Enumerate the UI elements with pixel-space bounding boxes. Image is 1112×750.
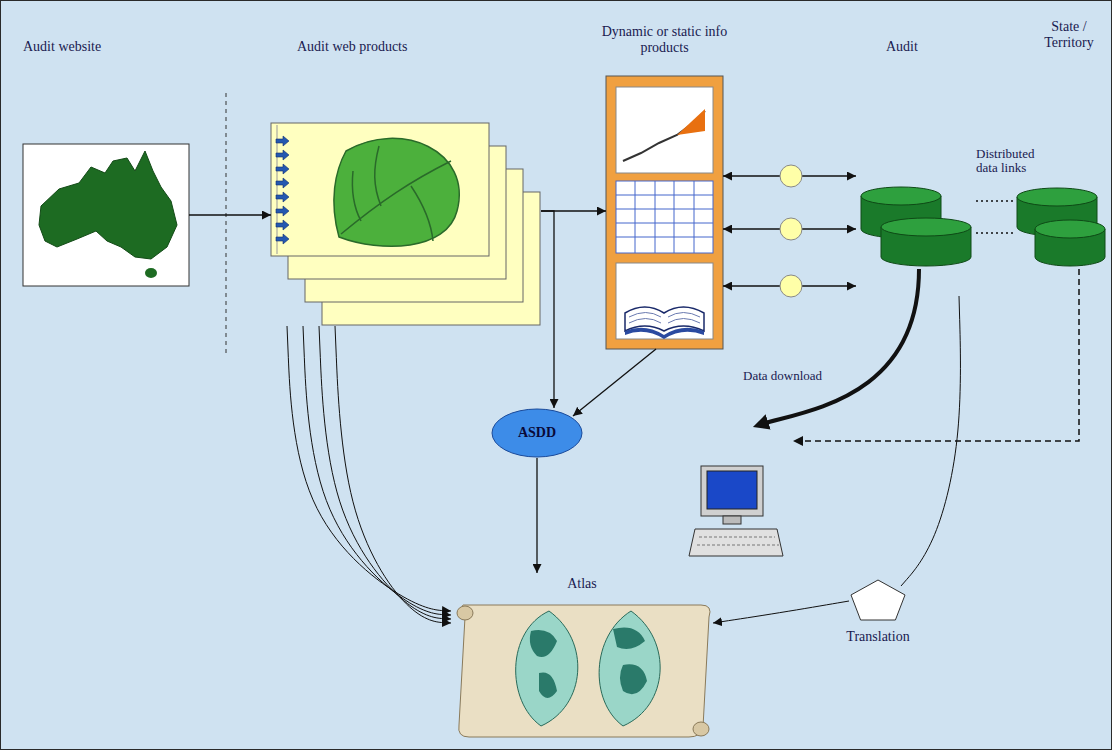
leaf-picture <box>334 138 459 246</box>
node-label: Audit web products <box>297 39 497 55</box>
node-label: State / Territory <box>1033 19 1105 51</box>
atlas-scroll <box>457 606 473 620</box>
bullet-arrows <box>276 136 289 244</box>
computer-icon <box>689 466 783 556</box>
info-products-panel <box>606 76 723 349</box>
audit-database: Audit <box>856 171 976 296</box>
node-label: Translation <box>829 629 927 645</box>
computer-icon <box>697 537 779 545</box>
web-products-stack: Audit web products <box>271 123 541 326</box>
info-products-panel <box>616 181 713 253</box>
bullet-arrows <box>276 192 289 202</box>
info-products-panel <box>677 109 705 135</box>
audit-database <box>861 187 941 205</box>
leaf-picture <box>341 146 451 241</box>
computer-icon <box>701 466 763 516</box>
australia-map <box>23 144 189 286</box>
bullet-arrows <box>276 136 289 146</box>
bullet-arrows <box>276 234 289 244</box>
bullet-arrows <box>276 206 289 216</box>
australia-map <box>39 151 177 259</box>
info-products-panel <box>616 87 713 173</box>
info-products-panel <box>616 263 713 339</box>
state-download-line <box>793 269 1079 441</box>
link-node-circle <box>780 165 802 297</box>
atlas-scroll <box>530 630 557 698</box>
info-products-panel <box>606 76 723 349</box>
bullet-arrows <box>276 164 289 174</box>
connector-line <box>319 326 451 619</box>
atlas-scroll <box>516 611 578 726</box>
node-label: Audit website <box>23 39 183 55</box>
atlas-scroll <box>457 605 710 737</box>
map-box: Audit website <box>23 144 189 286</box>
download-arrow <box>759 269 919 425</box>
connector-line <box>573 349 656 416</box>
atlas-scroll <box>693 722 709 736</box>
atlas-scroll <box>613 628 647 695</box>
state-database <box>1017 188 1097 206</box>
info-products-panel <box>616 181 713 253</box>
australia-map <box>23 144 189 286</box>
connector-line <box>536 458 537 573</box>
info-products-panel: Dynamic or static info products <box>606 76 723 349</box>
connector-line <box>189 214 271 215</box>
state-database: State / Territory <box>1013 171 1109 296</box>
link-caption: Distributed data links <box>976 147 1050 176</box>
ellipse-outline <box>492 409 582 457</box>
australia-map <box>145 268 157 278</box>
atlas-scroll <box>459 605 710 737</box>
web-page-stack <box>271 123 540 325</box>
connector-line <box>541 211 554 408</box>
audit-database <box>861 187 971 266</box>
node-label: ASDD <box>491 408 583 458</box>
computer-icon <box>723 516 741 524</box>
connector-line <box>976 232 1013 233</box>
info-products-panel <box>629 313 700 324</box>
connector-line <box>976 200 1013 201</box>
divider-line <box>226 93 227 353</box>
link-node-circle <box>780 218 802 240</box>
state-database <box>1017 188 1105 266</box>
leaf-picture <box>334 138 459 246</box>
asdd-ellipse: ASDD <box>491 408 583 458</box>
translation-pentagon: Translation <box>849 579 907 621</box>
info-products-panel <box>625 307 704 331</box>
download-caption: Data download <box>743 369 863 383</box>
connector-line <box>335 326 451 623</box>
computer-icon <box>689 529 783 556</box>
bullet-arrows <box>276 220 289 230</box>
atlas-scroll: Atlas <box>451 573 713 739</box>
link-node-circle <box>780 275 802 297</box>
web-page-stack <box>271 123 489 256</box>
audit-database <box>881 218 971 236</box>
computer-icon <box>707 471 757 509</box>
pentagon-outline <box>851 580 905 620</box>
state-database <box>1035 220 1105 238</box>
connector-line <box>901 296 960 586</box>
pentagon-outline <box>849 579 907 621</box>
connector-line <box>713 601 849 623</box>
bullet-arrows <box>276 178 289 188</box>
node-label: Dynamic or static info products <box>591 24 738 56</box>
atlas-scroll <box>599 611 660 726</box>
connector-line <box>303 326 451 615</box>
bullet-arrows <box>276 150 289 160</box>
info-products-panel <box>623 111 705 161</box>
node-label: Audit <box>886 39 966 55</box>
info-products-panel <box>625 328 704 339</box>
web-page-stack <box>277 125 278 254</box>
link-node-circle <box>780 165 802 187</box>
node-label: Atlas <box>451 576 713 592</box>
